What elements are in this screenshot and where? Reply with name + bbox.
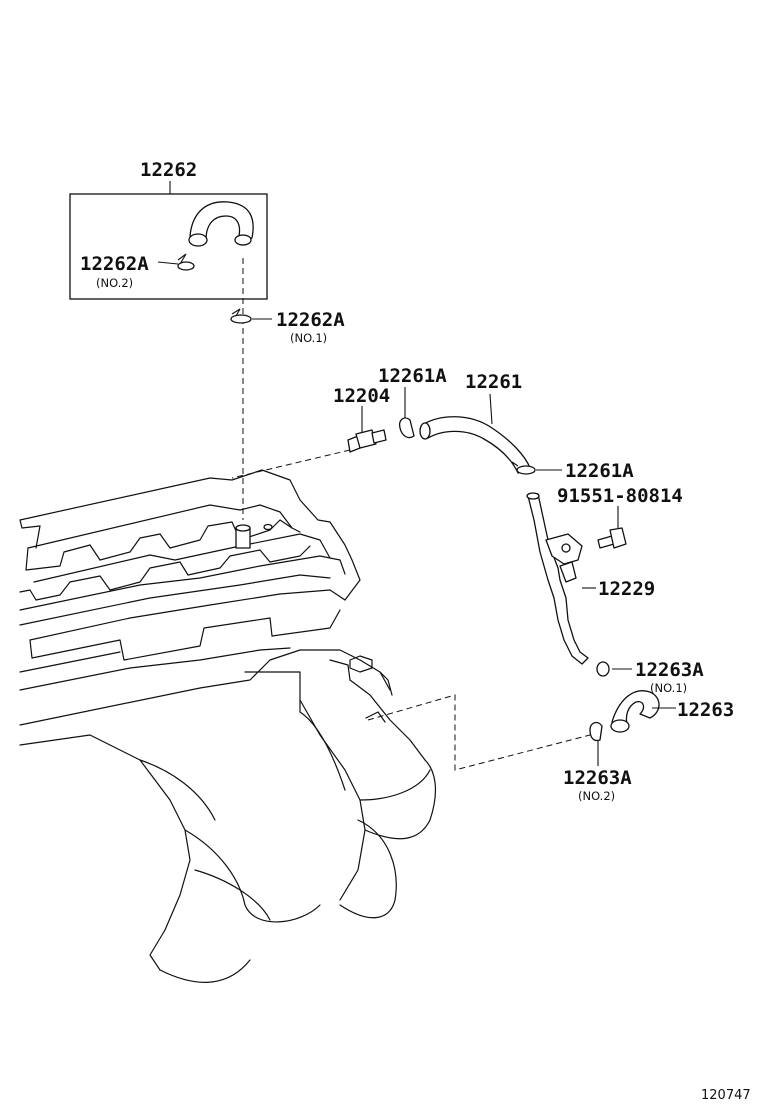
- label-12261A-top: 12261A: [378, 365, 447, 387]
- label-12261: 12261: [465, 371, 522, 393]
- clip-12262A-no2-icon: [157, 253, 195, 271]
- label-12263A-no1: 12263A: [635, 659, 704, 681]
- clip-12263A-no2-icon: [589, 721, 603, 766]
- bolt-91551-icon: [597, 506, 627, 549]
- callout-labels: 12262 12262A (NO.2) 12262A (NO.1) 12261A…: [80, 159, 751, 1103]
- label-12262A-no1: 12262A: [276, 309, 345, 331]
- clip-12263A-no1-icon: [596, 661, 632, 677]
- label-12204: 12204: [333, 385, 390, 407]
- kit-box-12262: [69, 193, 268, 300]
- clip-12262A-no1-icon: [230, 308, 272, 324]
- label-12261A-right: 12261A: [565, 460, 634, 482]
- label-91551-80814: 91551-80814: [557, 485, 683, 507]
- engine-assembly: [19, 469, 436, 983]
- label-12229: 12229: [598, 578, 655, 600]
- clip-12261A-right-icon: [511, 461, 562, 475]
- label-no1-b: (NO.1): [650, 681, 687, 695]
- figure-id: 120747: [701, 1088, 751, 1103]
- hose-12263-icon: [610, 690, 676, 733]
- label-12263A-no2: 12263A: [563, 767, 632, 789]
- clip-12261A-top-icon: [398, 387, 415, 439]
- label-no1-a: (NO.1): [290, 331, 327, 345]
- hose-12261-icon: [419, 393, 531, 474]
- dashed-leaders: [231, 258, 591, 771]
- pcv-valve-12204-icon: [347, 406, 387, 453]
- label-no2-a: (NO.2): [96, 276, 133, 290]
- label-no2-b: (NO.2): [578, 789, 615, 803]
- hose-12262-icon: [188, 201, 254, 247]
- label-12262: 12262: [140, 159, 197, 181]
- pipe-12229-icon: [526, 492, 596, 665]
- label-12263: 12263: [677, 699, 734, 721]
- label-12262A-no2: 12262A: [80, 253, 149, 275]
